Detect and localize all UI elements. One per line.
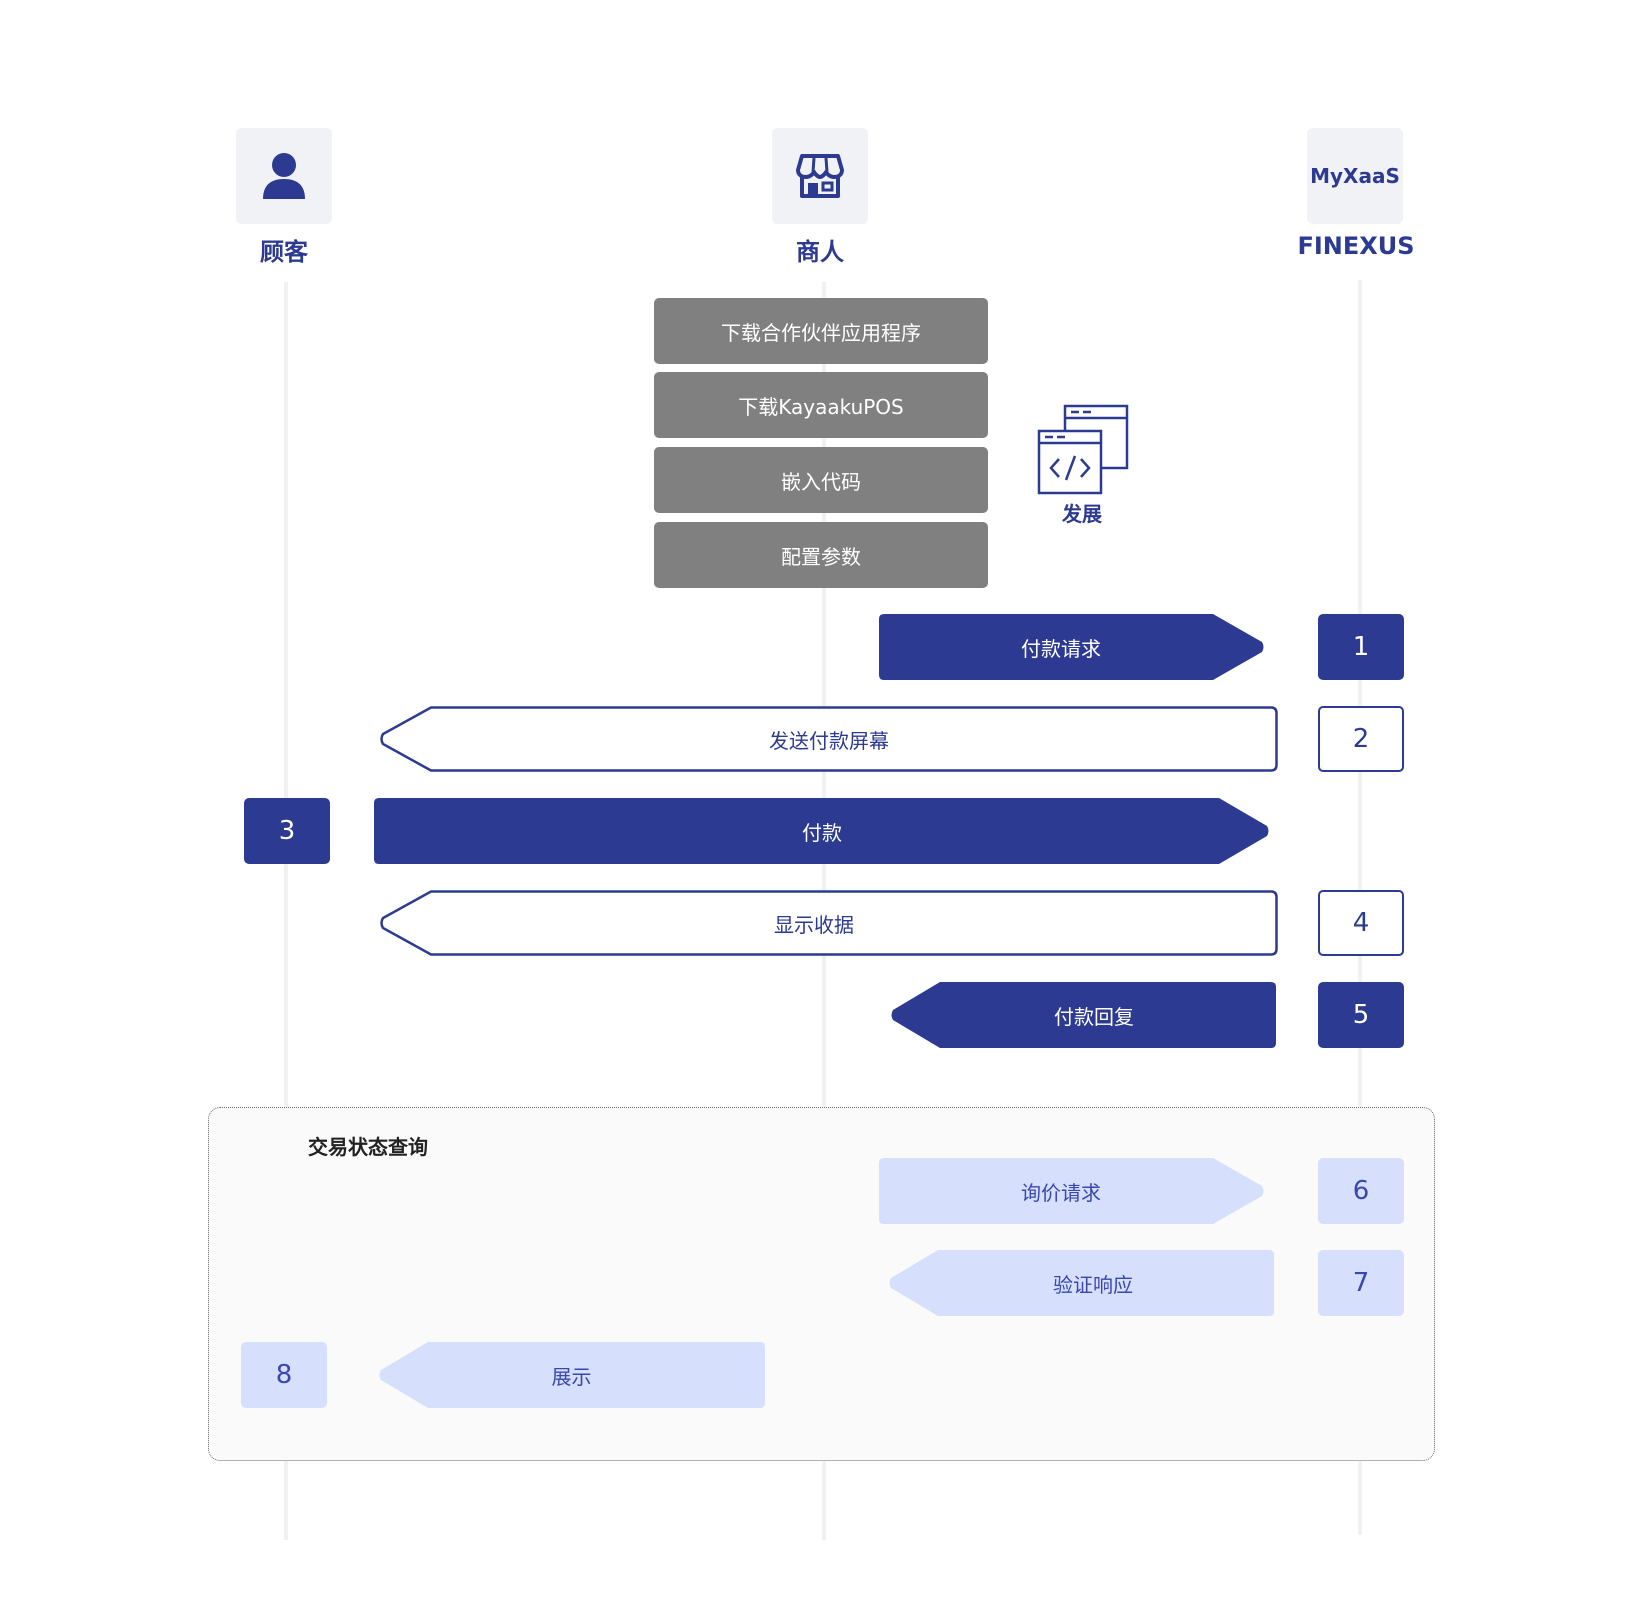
customer-actor xyxy=(236,128,332,224)
arrow-inquiry-request: 询价请求 xyxy=(879,1158,1265,1224)
status-query-title: 交易状态查询 xyxy=(308,1135,428,1159)
finexus-label: FINEXUS xyxy=(1297,232,1415,260)
arrow-label: 付款请求 xyxy=(1021,636,1101,661)
arrow-label: 付款 xyxy=(802,820,842,845)
arrow-show-receipt: 显示收据 xyxy=(380,890,1278,956)
arrow-payment: 付款 xyxy=(374,798,1270,864)
finexus-actor: MyXaaS xyxy=(1307,128,1403,224)
step-number-badge: 8 xyxy=(241,1342,327,1408)
store-icon xyxy=(796,154,844,198)
arrow-label: 发送付款屏幕 xyxy=(769,728,889,753)
lifeline-customer xyxy=(284,282,288,1540)
arrow-send-payment-screen: 发送付款屏幕 xyxy=(380,706,1278,772)
step-number-badge: 2 xyxy=(1318,706,1404,772)
merchant-label: 商人 xyxy=(796,238,844,266)
merchant-actor xyxy=(772,128,868,224)
step-number-badge: 4 xyxy=(1318,890,1404,956)
arrow-payment-reply: 付款回复 xyxy=(890,982,1276,1048)
arrow-label: 验证响应 xyxy=(1053,1272,1133,1297)
arrow-verify-response: 验证响应 xyxy=(888,1250,1274,1316)
setup-step-configure: 配置参数 xyxy=(654,522,988,588)
arrow-payment-request: 付款请求 xyxy=(879,614,1265,680)
step-number-badge: 3 xyxy=(244,798,330,864)
customer-label: 顾客 xyxy=(260,238,308,266)
step-number-badge: 5 xyxy=(1318,982,1404,1048)
step-number-badge: 1 xyxy=(1318,614,1404,680)
step-number-badge: 7 xyxy=(1318,1250,1404,1316)
arrow-label: 付款回复 xyxy=(1054,1004,1134,1029)
person-icon xyxy=(263,153,305,199)
arrow-label: 显示收据 xyxy=(774,912,854,937)
step-number-badge: 6 xyxy=(1318,1158,1404,1224)
myxaas-logo: MyXaaS xyxy=(1310,164,1400,188)
setup-step-download-partner-app: 下载合作伙伴应用程序 xyxy=(654,298,988,364)
arrow-label: 展示 xyxy=(551,1364,592,1389)
code-window-icon xyxy=(1037,404,1129,495)
develop-label: 发展 xyxy=(1062,502,1102,526)
setup-step-embed-code: 嵌入代码 xyxy=(654,447,988,513)
setup-step-download-pos: 下载KayaakuPOS xyxy=(654,372,988,438)
arrow-label: 询价请求 xyxy=(1021,1180,1101,1205)
arrow-display: 展示 xyxy=(378,1342,765,1408)
